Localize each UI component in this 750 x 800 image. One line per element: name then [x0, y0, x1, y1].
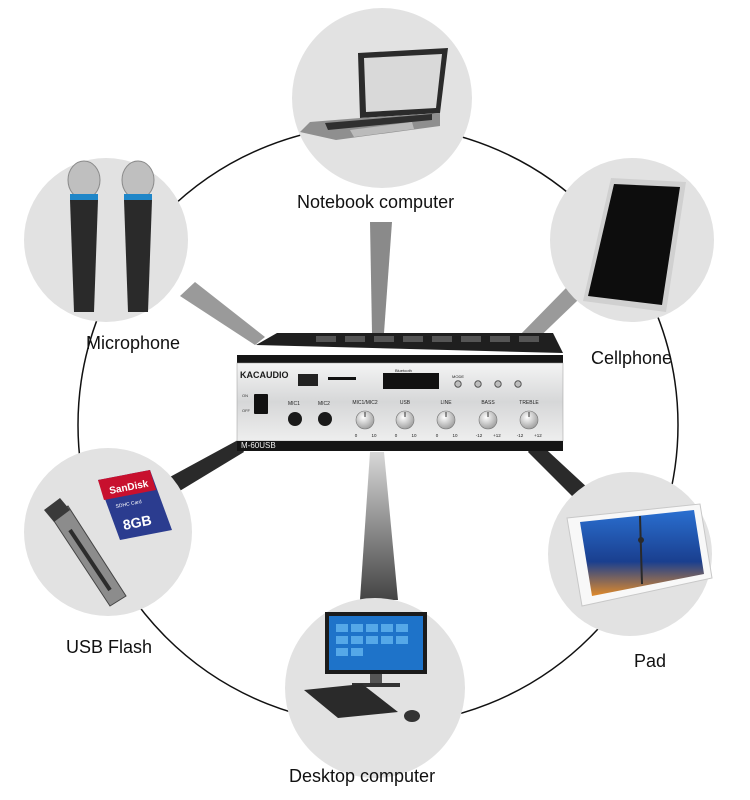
usb-port[interactable]: [298, 374, 318, 386]
knob-max-label: +12: [493, 433, 501, 438]
mic2-jack[interactable]: [318, 412, 332, 426]
sd-type: SDHC Card: [115, 499, 142, 510]
amp-model: M-60USB: [241, 441, 276, 450]
knob-min-label: -12: [517, 433, 524, 438]
sd-card-icon: SanDisk SDHC Card 8GB: [98, 470, 172, 540]
next-button[interactable]: [514, 380, 522, 388]
knob-row: MIC1/MIC2 0 10 USB 0 10 LINE 0 10 BASS -12 +12 TREBL…: [352, 400, 542, 438]
usb-flash-label: USB Flash: [66, 637, 153, 657]
knob-max-label: 10: [411, 433, 417, 438]
usb-card-reader-icon: [44, 498, 127, 607]
knob-label: USB: [400, 400, 411, 406]
beam-desktop: [360, 452, 398, 600]
desktop-computer-icon: [304, 612, 427, 722]
volume-knob[interactable]: [478, 410, 498, 430]
laptop-icon: [300, 48, 448, 140]
tablet-icon: [566, 503, 713, 607]
desktop-circle: [285, 598, 465, 778]
volume-knob[interactable]: [355, 410, 375, 430]
mode-button[interactable]: [454, 380, 462, 388]
play-pause-button[interactable]: [474, 380, 482, 388]
volume-knob[interactable]: [436, 410, 456, 430]
power-off-label: OFF: [242, 408, 251, 413]
microphone-icon: [67, 160, 155, 312]
power-on-label: ON: [242, 393, 248, 398]
bluetooth-label: Bluetooth: [395, 368, 412, 373]
knob-min-label: 0: [395, 433, 398, 438]
sd-capacity: 8GB: [122, 512, 153, 533]
jack-label-mic1: MIC1: [288, 401, 300, 407]
pad-label: Pad: [634, 651, 667, 671]
display: [383, 373, 439, 389]
power-switch[interactable]: [254, 394, 268, 414]
mode-label: MODE: [452, 374, 464, 379]
knob-min-label: 0: [355, 433, 358, 438]
volume-knob[interactable]: [519, 410, 539, 430]
knob-max-label: +12: [534, 433, 542, 438]
prev-button[interactable]: [494, 380, 502, 388]
knob-max-label: 10: [371, 433, 377, 438]
jack-label-mic2: MIC2: [318, 401, 330, 407]
cellphone-circle: [550, 158, 714, 322]
knob-label: BASS: [481, 400, 495, 406]
notebook-label: Notebook computer: [297, 192, 455, 212]
smartphone-icon: [583, 178, 686, 312]
knob-max-label: 10: [452, 433, 458, 438]
amplifier: KACAUDIO M-60USB ON OFF Bluetooth MODE M…: [236, 333, 564, 451]
volume-knob[interactable]: [395, 410, 415, 430]
mic1-jack[interactable]: [288, 412, 302, 426]
knob-label: MIC1/MIC2: [352, 400, 378, 406]
knob-label: TREBLE: [519, 400, 539, 406]
beam-notebook: [370, 222, 392, 333]
beam-microphone: [180, 282, 265, 345]
microphone-label: Microphone: [86, 333, 181, 353]
knob-min-label: -12: [476, 433, 483, 438]
knob-label: LINE: [440, 400, 452, 406]
pad-circle: [548, 472, 713, 636]
sd-slot[interactable]: [328, 377, 356, 380]
microphone-circle: [24, 158, 188, 322]
beam-usb: [168, 440, 244, 492]
beam-pad: [528, 440, 590, 502]
knob-min-label: 0: [436, 433, 439, 438]
notebook-circle: [292, 8, 472, 188]
cellphone-label: Cellphone: [591, 348, 673, 368]
amp-brand: KACAUDIO: [240, 370, 289, 380]
usb-circle: SanDisk SDHC Card 8GB: [24, 448, 192, 616]
desktop-label: Desktop computer: [289, 766, 436, 786]
